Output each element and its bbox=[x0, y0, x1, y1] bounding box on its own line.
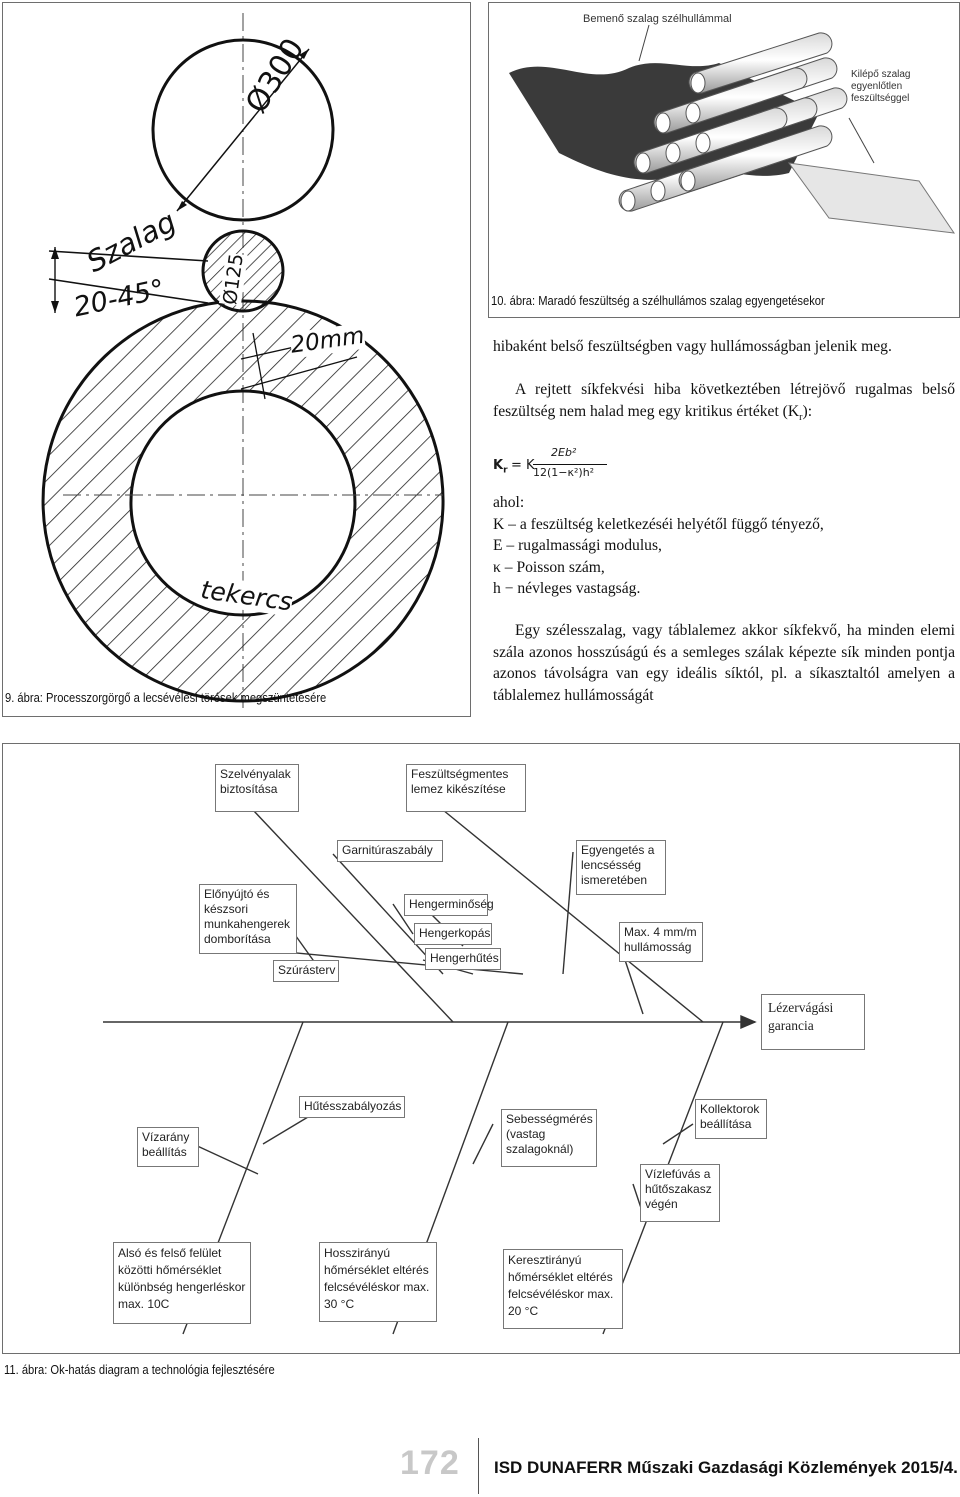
box-hengerkopas: Hengerkopás bbox=[414, 923, 492, 945]
box-max-hullamossag: Max. 4 mm/m hullámosság bbox=[619, 922, 703, 962]
definition-k: K – a feszültség keletkezéséi helyétől f… bbox=[493, 515, 824, 533]
paragraph-1-line: hibaként belső feszültségben vagy hullám… bbox=[493, 338, 892, 355]
definition-h: h − névleges vastagság. bbox=[493, 580, 641, 598]
figure-9-frame: Ø300 Ø125 Szalag 20-45° 20mm tekercs 9. … bbox=[2, 2, 471, 717]
where-label: ahol: bbox=[493, 494, 525, 511]
figure-10-frame: Bemenő szalag szélhullámmal Kilépő szala… bbox=[488, 2, 960, 318]
box-szelvenyalak: Szelvényalak biztosítása bbox=[215, 764, 299, 812]
box-garniturszabaly: Garnitúraszabály bbox=[337, 840, 443, 862]
paragraph-2-end: ): bbox=[802, 402, 813, 420]
formula-eq: = K bbox=[511, 458, 535, 473]
large-roll bbox=[151, 38, 335, 222]
figure-11-frame: Szelvényalak biztosítása Feszültségmente… bbox=[2, 743, 960, 1354]
box-effect-lezervagasi: Lézervágási garancia bbox=[761, 994, 865, 1050]
definition-e: E – rugalmassági modulus, bbox=[493, 537, 662, 555]
paragraph-1: hibaként belső feszültségben vagy hullám… bbox=[493, 336, 955, 358]
page-number: 172 bbox=[400, 1444, 460, 1482]
box-egyengetes: Egyengetés a lencsésség ismeretében bbox=[576, 840, 666, 895]
formula-lhs: K bbox=[493, 458, 504, 473]
outgoing-strip bbox=[787, 162, 956, 234]
paragraph-3: Egy szélesszalag, vagy táblalemez akkor … bbox=[493, 620, 955, 710]
figure-10-drawing bbox=[509, 24, 956, 234]
figure-9-drawing bbox=[41, 13, 445, 708]
formula-lhs-sub: r bbox=[503, 465, 508, 476]
definition-kappa: κ – Poisson szám, bbox=[493, 558, 605, 576]
paragraph-2-sub: r bbox=[799, 411, 803, 423]
outgoing-strip-label: Kilépő szalag egyenlőtlen feszültséggel bbox=[851, 69, 911, 104]
box-hengerminoseg: Hengerminőség bbox=[404, 894, 494, 916]
paragraph-3-text: Egy szélesszalag, vagy táblalemez akkor … bbox=[493, 622, 955, 704]
box-also-felso-felulet: Alsó és felső felület közötti hőmérsékle… bbox=[113, 1242, 251, 1324]
formula: Kr = K 2Eb² 12(1−κ²)h² bbox=[493, 446, 623, 486]
paragraph-2: A rejtett síkfekvési hiba következtében … bbox=[493, 379, 955, 428]
formula-numerator: 2Eb² bbox=[551, 446, 577, 459]
footer-divider bbox=[478, 1438, 479, 1494]
box-szurasterv: Szúrásterv bbox=[273, 960, 339, 982]
definitions: ahol: K – a feszültség keletkezéséi hely… bbox=[493, 492, 955, 600]
journal-title: ISD DUNAFERR Műszaki Gazdasági Közlemény… bbox=[494, 1458, 958, 1477]
box-hosszirany: Hosszirányú hőmérséklet eltérés felcsévé… bbox=[319, 1242, 437, 1322]
paragraph-2-text: A rejtett síkfekvési hiba következtében … bbox=[493, 381, 955, 420]
box-vizlefuvas: Vízlefúvás a hűtőszakasz végén bbox=[640, 1164, 720, 1222]
box-kollektorok: Kollektorok beállítása bbox=[695, 1099, 767, 1139]
box-sebessegmeres: Sebességmérés (vastag szalagoknál) bbox=[501, 1109, 597, 1167]
box-hutesszabalyozas: Hűtésszabályozás bbox=[299, 1096, 405, 1118]
coil-annulus bbox=[41, 299, 445, 703]
formula-fraction-bar bbox=[533, 464, 607, 465]
incoming-strip-label: Bemenő szalag szélhullámmal bbox=[583, 13, 732, 25]
box-feszultsegmentes: Feszültségmentes lemez kikészítése bbox=[406, 764, 526, 812]
formula-denominator: 12(1−κ²)h² bbox=[533, 466, 595, 479]
box-keresztirany: Keresztirányú hőmérséklet eltérés felcsé… bbox=[503, 1249, 623, 1329]
figure-10-caption: 10. ábra: Maradó feszültség a szélhullám… bbox=[491, 293, 825, 308]
box-hengerhutes: Hengerhűtés bbox=[425, 948, 501, 970]
box-elonyujto: Előnyújtó és készsori munkahengerek domb… bbox=[199, 884, 297, 954]
box-vizarany: Vízarány beállítás bbox=[137, 1127, 199, 1167]
figure-11-caption: 11. ábra: Ok-hatás diagram a technológia… bbox=[4, 1362, 275, 1377]
figure-9-caption: 9. ábra: Processzorgörgő a lecsévélési t… bbox=[5, 690, 327, 705]
